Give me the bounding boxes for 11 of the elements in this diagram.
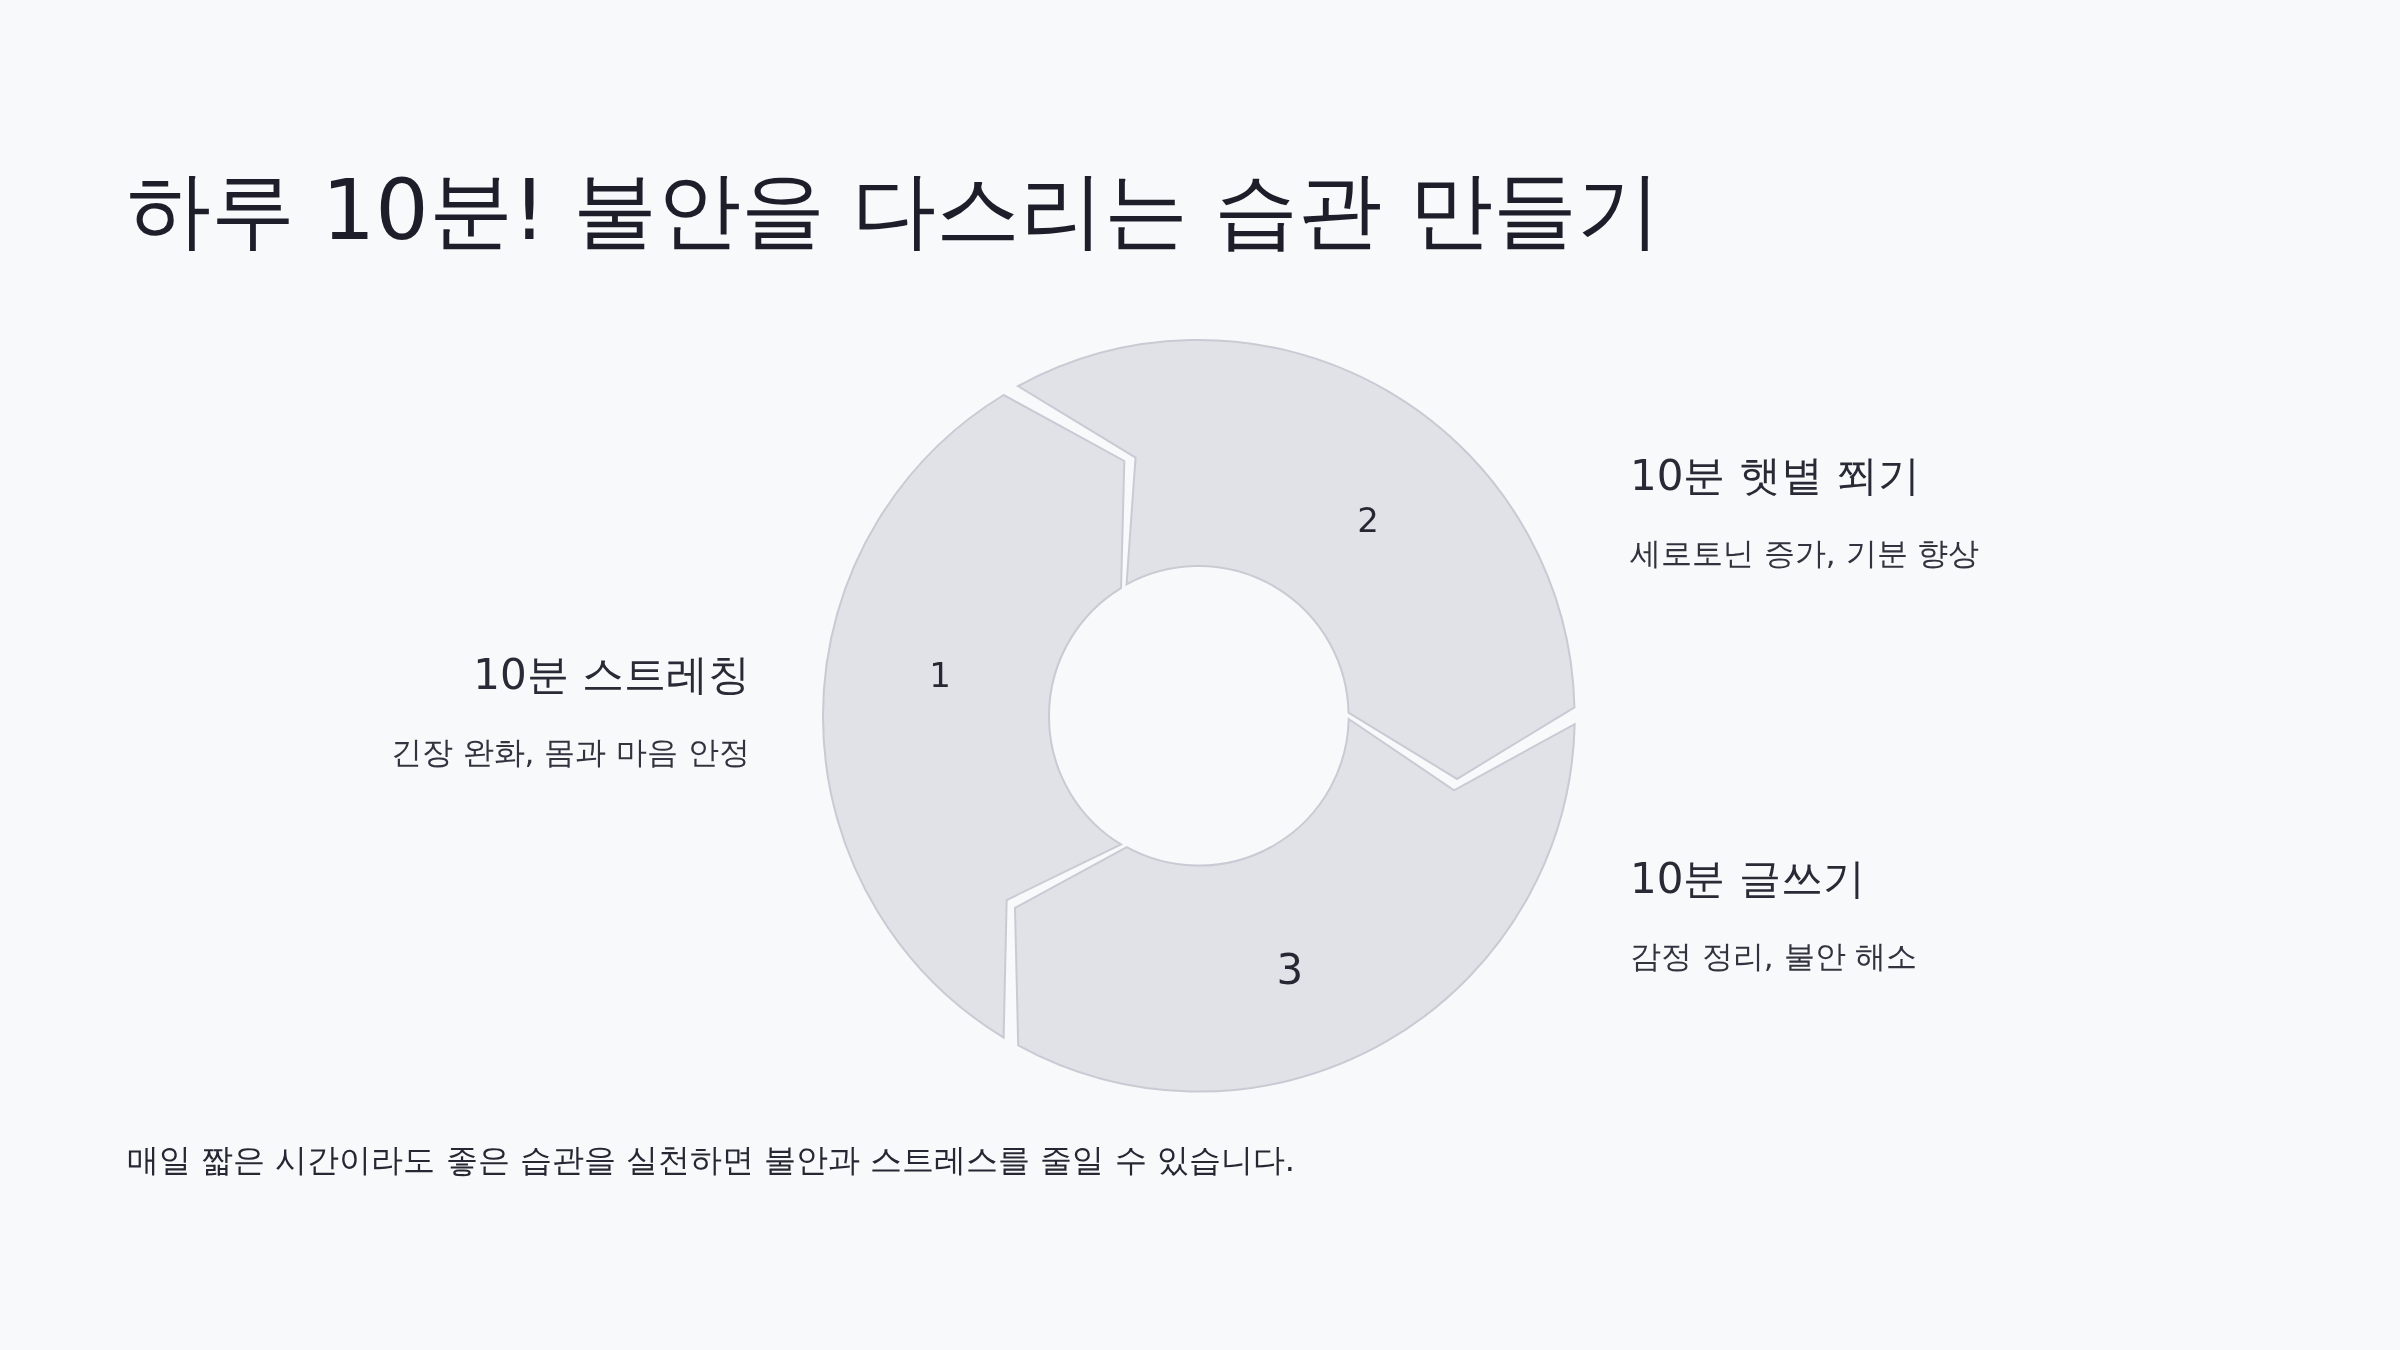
step-heading: 10분 햇볕 쬐기 <box>1630 450 1921 502</box>
step-heading: 10분 글쓰기 <box>1630 853 1865 905</box>
step-number: 2 <box>1357 503 1379 537</box>
step-description: 감정 정리, 불안 해소 <box>1630 937 1918 976</box>
step-description: 세로토닌 증가, 기분 향상 <box>1630 534 1980 573</box>
step-number: 1 <box>929 658 951 692</box>
title: 하루 10분! 불안을 다스리는 습관 만들기 <box>127 160 1662 260</box>
caption: 매일 짧은 시간이라도 좋은 습관을 실천하면 불안과 스트레스를 줄일 수 있습니다. <box>127 1140 1295 1181</box>
step-heading: 10분 스트레칭 <box>473 649 750 701</box>
step-description: 긴장 완화, 몸과 마음 안정 <box>390 733 750 772</box>
step-number: 3 <box>1276 949 1304 991</box>
